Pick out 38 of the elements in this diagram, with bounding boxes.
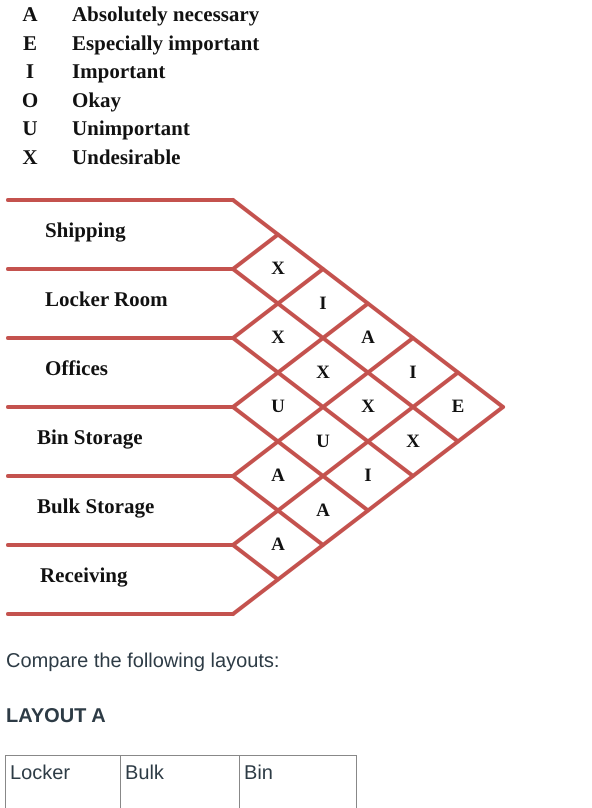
department-label: Locker Room [45,287,168,312]
code-letter: A [21,2,39,27]
relationship-code: U [311,430,335,454]
code-letter: O [20,88,40,113]
code-letter: X [21,145,39,170]
relationship-code: I [401,360,425,384]
code-meaning: Okay [72,88,122,113]
relationship-code: X [356,395,380,419]
code-meaning: Undesirable [72,145,181,170]
code-meaning: Especially important [72,30,260,56]
instruction-text: Compare the following layouts: [6,650,280,673]
section-heading: LAYOUT A [6,705,106,728]
relationship-code: U [266,395,290,419]
code-letter: I [24,59,36,84]
department-label: Bulk Storage [37,494,154,519]
code-letter: U [21,116,39,142]
code-meaning: Important [72,59,166,84]
department-label: Bin Storage [37,425,143,450]
relationship-code: X [311,360,335,384]
code-meaning: Unimportant [72,116,190,142]
relationship-code: X [401,430,425,454]
table-cell-text: Bin [244,762,273,785]
department-label: Offices [45,356,108,381]
table-cell-text: Bulk [125,762,164,785]
relationship-code: A [266,533,290,557]
relationship-code: I [311,292,335,316]
department-label: Shipping [45,218,126,243]
relationship-code: A [356,326,380,350]
relationship-code: I [356,464,380,488]
code-letter: E [22,30,38,56]
table-cell-text: Locker [10,762,70,785]
department-label: Receiving [40,563,128,588]
relationship-code: A [266,464,290,488]
relationship-code: E [446,395,470,419]
relationship-code: X [266,257,290,281]
relationship-code: X [266,326,290,350]
code-meaning: Absolutely necessary [72,2,260,27]
relationship-code: A [311,498,335,522]
